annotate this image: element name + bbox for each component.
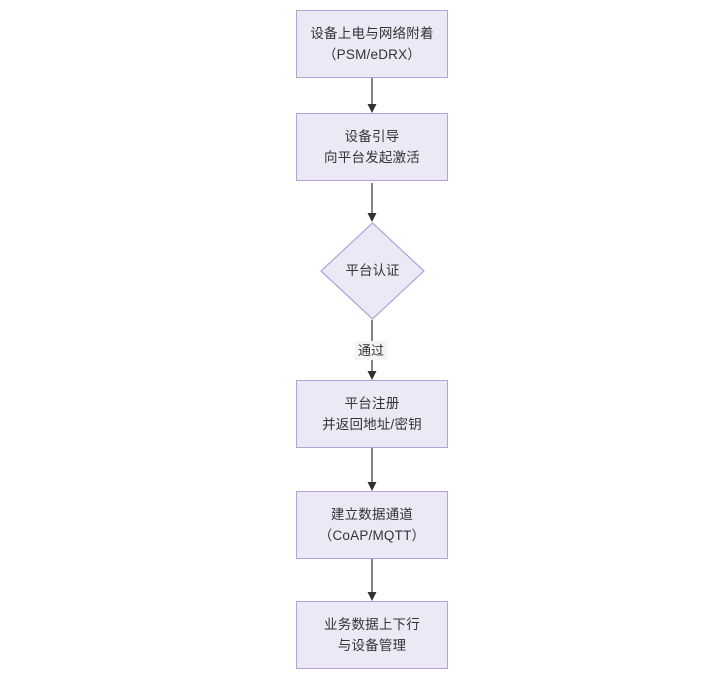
flow-node-business-data[interactable]: 业务数据上下行 与设备管理 [296,601,448,669]
edge-n1-n2 [367,78,377,113]
flow-node-label: 与设备管理 [337,638,407,653]
flow-node-label: 设备上电与网络附着 [310,26,434,41]
flow-node-label: 平台认证 [345,263,400,278]
flow-node-label: 向平台发起激活 [324,150,420,165]
flow-node-data-channel[interactable]: 建立数据通道 （CoAP/MQTT） [296,491,448,559]
edge-n4-n5 [367,448,377,491]
edge-n2-n3 [367,183,377,222]
flow-node-label: 并返回地址/密钥 [322,417,422,432]
edge-label-pass: 通过 [355,341,388,360]
diamond-shape [320,222,425,320]
flow-node-label: 设备引导 [344,129,400,144]
flow-node-label: 业务数据上下行 [324,617,420,632]
flow-node-platform-auth-decision[interactable]: 平台认证 [320,222,425,320]
flow-node-label: 建立数据通道 [330,507,414,522]
flow-node-label: （PSM/eDRX） [322,47,422,62]
flow-node-label: （CoAP/MQTT） [318,528,426,543]
flow-node-platform-register[interactable]: 平台注册 并返回地址/密钥 [296,380,448,448]
flow-node-device-bootstrap[interactable]: 设备引导 向平台发起激活 [296,113,448,181]
flow-node-device-power-on[interactable]: 设备上电与网络附着 （PSM/eDRX） [296,10,448,78]
flow-node-label: 平台注册 [344,396,400,411]
edge-n5-n6 [367,559,377,601]
